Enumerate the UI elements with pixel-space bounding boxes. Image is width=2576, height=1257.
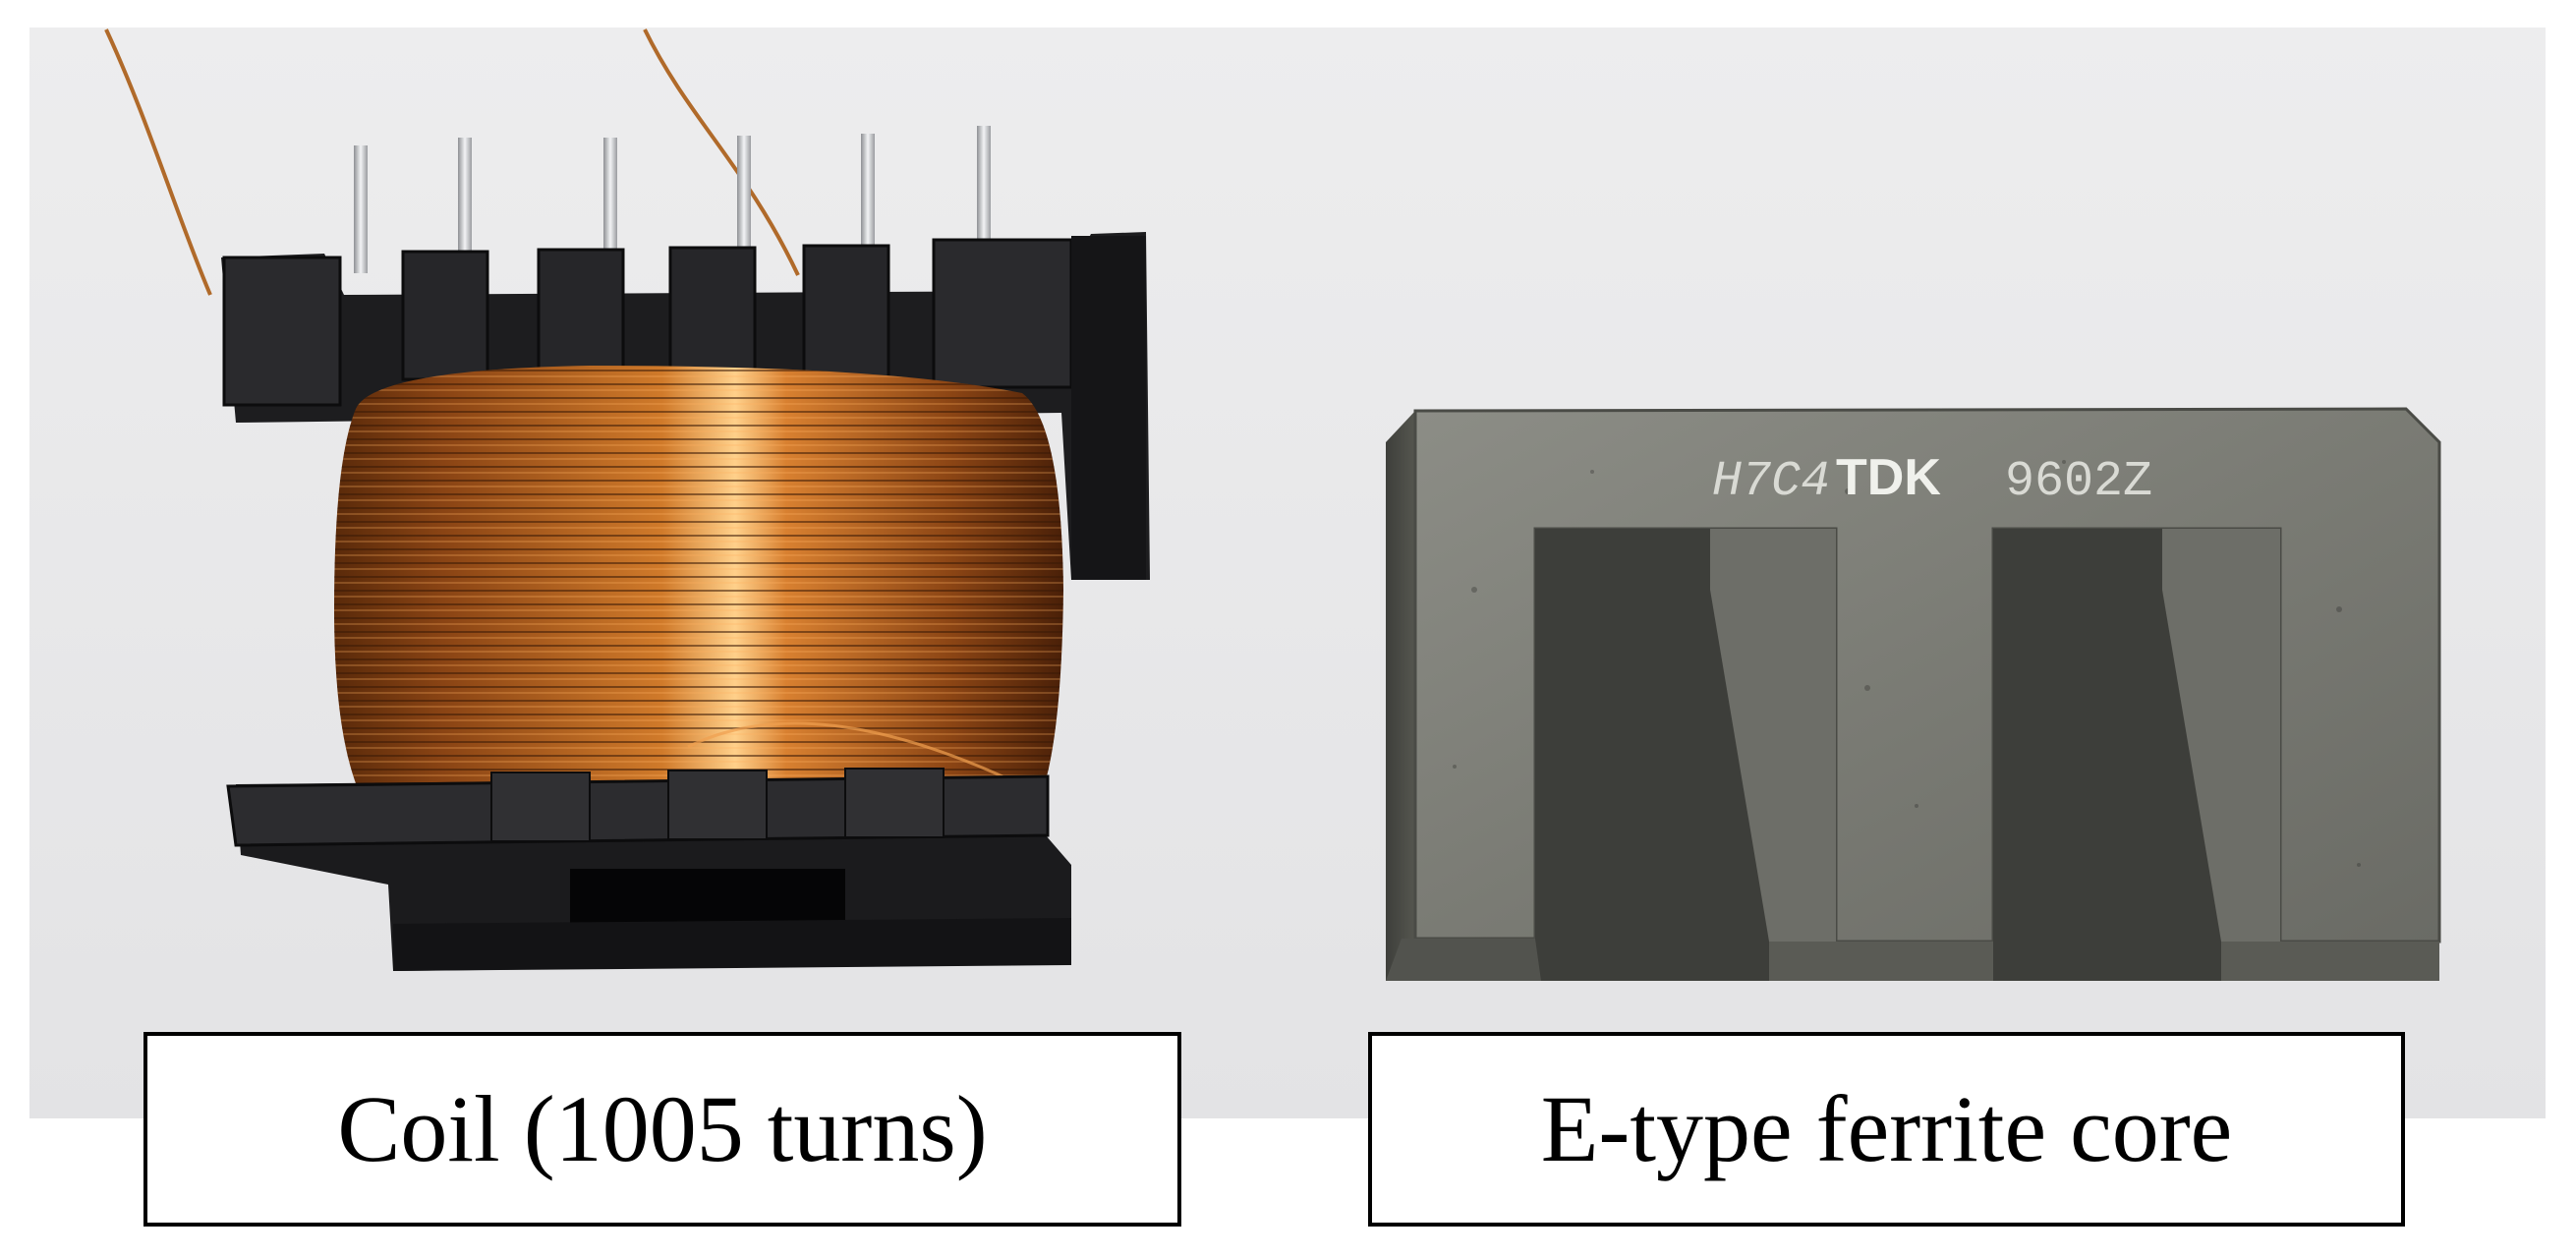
core-window-left <box>1535 529 1769 981</box>
core-window-right <box>1993 529 2221 981</box>
coil-assembly <box>104 29 1150 971</box>
core-center-leg <box>1710 529 1836 942</box>
core-label-box: E-type ferrite core <box>1368 1032 2405 1227</box>
core-side-face <box>1386 411 1415 981</box>
core-marking-brand: TDK <box>1836 449 1941 506</box>
core-marking-right: 9602Z <box>2005 454 2152 510</box>
lead-wire-right <box>643 29 800 276</box>
core-marking-left: H7C4 <box>1712 454 1830 510</box>
core-right-leg <box>2162 529 2280 942</box>
ferrite-core: H7C4 TDK 9602Z <box>1386 407 2441 981</box>
bobbin-bottom-flange <box>226 768 1071 971</box>
copper-windings <box>334 366 1063 816</box>
bobbin-pins <box>354 126 991 273</box>
core-label: E-type ferrite core <box>1540 1076 2233 1181</box>
coil-label: Coil (1005 turns) <box>337 1076 988 1181</box>
coil-label-box: Coil (1005 turns) <box>143 1032 1181 1227</box>
lead-wire-left <box>104 29 212 296</box>
